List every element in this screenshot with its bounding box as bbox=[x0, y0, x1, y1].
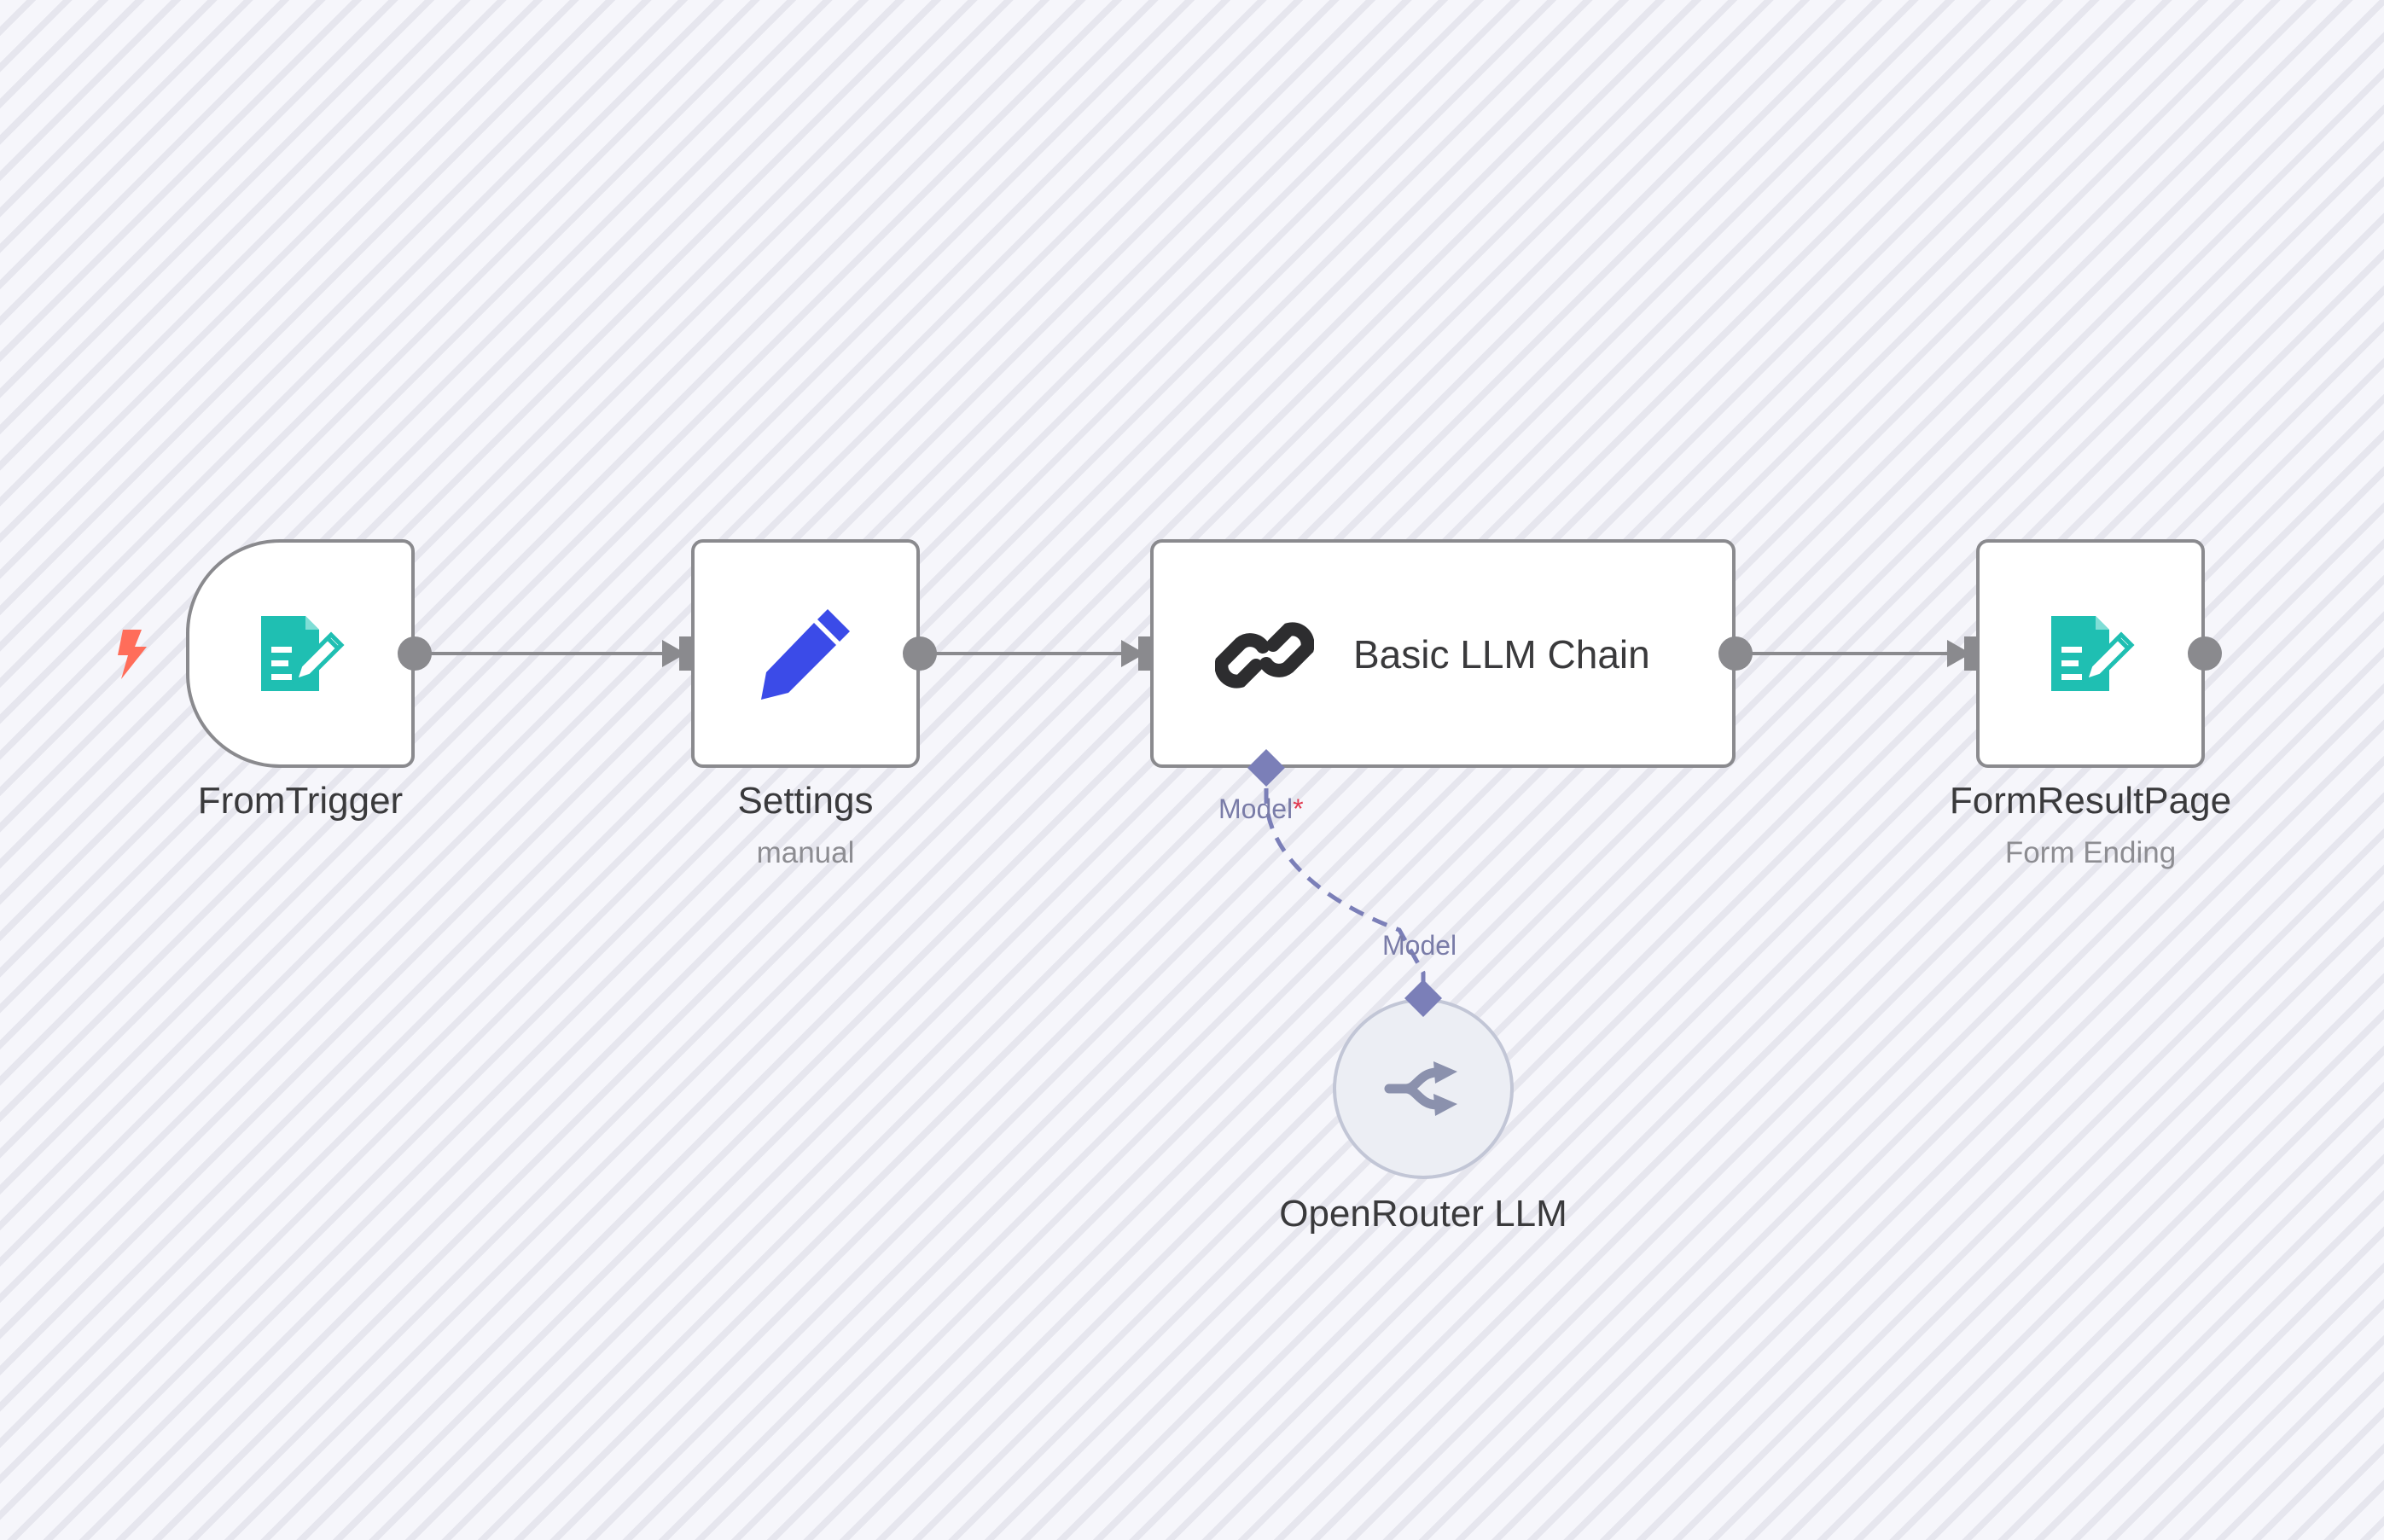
form-icon bbox=[1980, 543, 2201, 764]
node-basic-llm-chain[interactable]: Basic LLM Chain bbox=[1150, 539, 1736, 768]
link-icon bbox=[1215, 622, 1314, 689]
arrow-head-icon bbox=[1121, 640, 1145, 667]
node-title-form-result-page: FormResultPage bbox=[1949, 780, 2232, 822]
trigger-bolt-icon bbox=[118, 630, 147, 679]
node-subtitle-settings: manual bbox=[756, 836, 855, 869]
model-output-port[interactable] bbox=[1403, 978, 1444, 1019]
output-port[interactable] bbox=[1715, 633, 1756, 674]
form-icon bbox=[189, 543, 411, 764]
model-input-port[interactable] bbox=[1246, 747, 1287, 788]
node-form-result-page[interactable] bbox=[1976, 539, 2205, 768]
node-title-openrouter-llm: OpenRouter LLM bbox=[1279, 1193, 1567, 1235]
node-subtitle-form-result-page: Form Ending bbox=[2004, 836, 2177, 869]
arrow-head-icon bbox=[662, 640, 686, 667]
openrouter-icon bbox=[1336, 1002, 1510, 1176]
pencil-icon bbox=[695, 543, 916, 764]
connection-model-dashed[interactable] bbox=[1264, 788, 1426, 990]
node-openrouter-llm[interactable] bbox=[1333, 998, 1514, 1179]
node-title-basic-llm-chain: Basic LLM Chain bbox=[1353, 632, 1650, 677]
output-port[interactable] bbox=[899, 633, 940, 674]
output-port[interactable] bbox=[394, 633, 435, 674]
node-fromtrigger[interactable] bbox=[186, 539, 415, 768]
node-title-fromtrigger: FromTrigger bbox=[197, 780, 404, 822]
port-label-model-required: Model* bbox=[1218, 793, 1304, 824]
node-settings[interactable] bbox=[691, 539, 920, 768]
arrow-head-icon bbox=[1947, 640, 1971, 667]
node-title-settings: Settings bbox=[737, 780, 874, 822]
port-label-model: Model bbox=[1382, 930, 1457, 961]
output-port[interactable] bbox=[2184, 633, 2225, 674]
